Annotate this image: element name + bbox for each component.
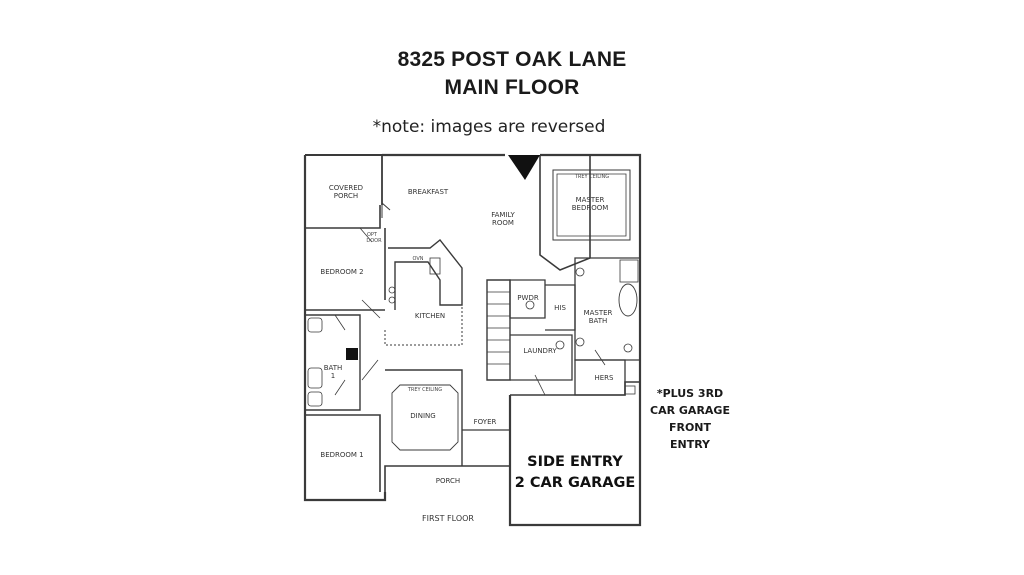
bedroom-1-label: BEDROOM 1	[320, 451, 363, 459]
covered-porch-label-1: COVERED	[329, 184, 363, 192]
dining-label: DINING	[410, 412, 435, 420]
laundry-label: LAUNDRY	[523, 347, 557, 355]
porch-wall	[384, 465, 510, 500]
annotation-line-1: *PLUS 3RD	[656, 387, 724, 400]
family-room-label-2: ROOM	[492, 219, 514, 227]
covered-porch-label-2: PORCH	[334, 192, 358, 200]
opt-door-label-2: DOOR	[366, 238, 382, 244]
master-bath-label-1: MASTER	[584, 309, 613, 317]
foyer-label: FOYER	[474, 418, 497, 426]
breakfast-label: BREAKFAST	[408, 188, 449, 196]
covered-porch-wall	[305, 205, 381, 229]
powder-room-label: PWDR	[517, 294, 539, 302]
first-floor-label: FIRST FLOOR	[422, 514, 474, 523]
garage-label-1: SIDE ENTRY	[527, 454, 623, 470]
opt-door-label-1: OPT	[367, 232, 378, 238]
annotation-line-4: ENTRY	[669, 438, 711, 451]
family-room-label-1: FAMILY	[491, 211, 515, 219]
bath-1-label-b: 1	[331, 372, 335, 380]
master-trey-ceiling-label: TREY CEILING	[574, 174, 609, 180]
master-bedroom-label-1: MASTER	[576, 196, 605, 204]
garage-wall	[508, 390, 642, 527]
master-bedroom-label-2: BEDROOM	[572, 204, 609, 212]
annotation-line-3: FRONT	[668, 421, 712, 434]
hers-closet-label: HERS	[595, 374, 615, 382]
bath-1-label-a: BATH	[324, 364, 343, 372]
reversed-note: *note: images are reversed	[372, 117, 606, 137]
porch-label: PORCH	[436, 477, 460, 485]
plan-address-title: 8325 POST OAK LANE	[397, 48, 627, 71]
oven-label: OVN	[412, 256, 423, 262]
bedroom-2-label: BEDROOM 2	[320, 268, 363, 276]
outer-wall-left	[303, 155, 387, 502]
his-closet-label: HIS	[554, 304, 566, 312]
annotation-line-2: CAR GARAGE	[650, 404, 730, 417]
third-garage-annotation: *PLUS 3RD CAR GARAGE FRONT ENTRY	[640, 385, 740, 453]
plan-floor-title: MAIN FLOOR	[444, 76, 580, 99]
master-bath-label-2: BATH	[589, 317, 608, 325]
garage-label-2: 2 CAR GARAGE	[515, 475, 636, 491]
kitchen-label: KITCHEN	[415, 312, 445, 320]
dining-trey-ceiling-label: TREY CEILING	[407, 387, 442, 393]
